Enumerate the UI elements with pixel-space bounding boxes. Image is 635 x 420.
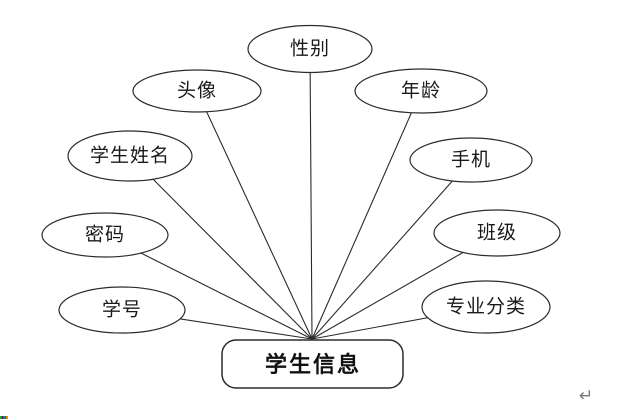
- artifact-pixel: [0, 416, 2, 419]
- artifact-pixel: [6, 416, 8, 419]
- connector-line-gender: [309, 48, 313, 340]
- attribute-label-mobile: 手机: [450, 149, 492, 171]
- connector-line-age: [311, 90, 422, 340]
- artifact-pixel: [3, 416, 5, 419]
- connector-lines: [104, 48, 498, 340]
- ellipse-student-id: [58, 286, 186, 334]
- ellipse-password: [41, 212, 169, 258]
- attribute-label-password: 密码: [84, 224, 126, 246]
- ellipse-student-name: [67, 130, 193, 182]
- connector-line-avatar: [196, 90, 313, 340]
- ellipse-class: [433, 209, 561, 257]
- ellipse-gender: [247, 24, 373, 74]
- attribute-label-student-name: 学生姓名: [89, 145, 171, 167]
- corner-pixel-artifact: [0, 416, 8, 419]
- paragraph-return-icon: ↵: [579, 386, 594, 406]
- entity-label-student-info: 学生信息: [264, 352, 362, 377]
- ellipse-major: [421, 280, 551, 334]
- artifact-pixel: [1, 416, 3, 419]
- ellipse-avatar: [132, 69, 262, 113]
- attribute-label-major: 专业分类: [445, 296, 527, 318]
- ellipse-age: [354, 68, 488, 114]
- artifact-pixel: [4, 416, 6, 419]
- connector-line-mobile: [311, 159, 472, 340]
- attribute-ellipses: [41, 24, 561, 334]
- entity-rect-student-info: [221, 339, 404, 389]
- connector-line-student-name: [129, 155, 313, 340]
- attribute-label-gender: 性别: [289, 38, 331, 60]
- attribute-label-student-id: 学号: [101, 299, 143, 321]
- attribute-label-class: 班级: [476, 222, 518, 244]
- attribute-label-avatar: 头像: [176, 80, 218, 102]
- ellipse-mobile: [409, 137, 533, 183]
- attribute-label-age: 年龄: [400, 80, 442, 102]
